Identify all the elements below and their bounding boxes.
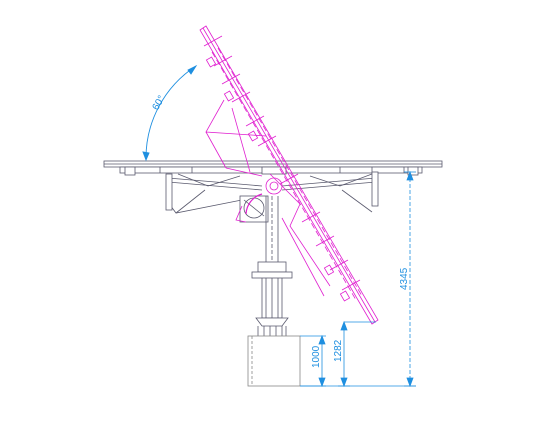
lower-edge-height-label: 1282 <box>333 339 344 362</box>
total-height-label: 4345 <box>399 267 410 290</box>
dimension-lower-edge-height: 1282 <box>333 320 376 388</box>
tilted-panel <box>199 25 379 325</box>
truss-arms <box>165 171 379 223</box>
dimension-foundation-height: 1000 <box>300 334 326 388</box>
tilt-angle-annotation: 60° <box>142 64 198 162</box>
horizontal-panel-frame <box>103 160 443 176</box>
support-post <box>251 196 293 336</box>
concrete-foundation <box>247 335 301 387</box>
foundation-height-label: 1000 <box>311 345 322 368</box>
dimension-total-height: 4345 <box>399 170 416 388</box>
